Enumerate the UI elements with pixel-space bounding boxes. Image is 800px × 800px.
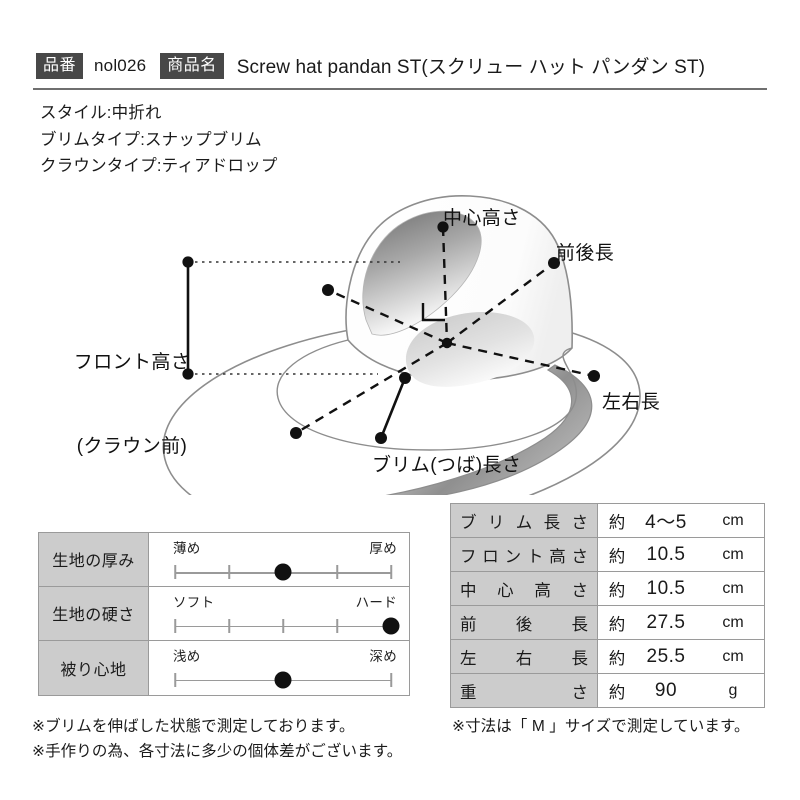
measurement-approx: 約 [597, 673, 636, 708]
slider-tick [228, 618, 230, 633]
measurement-approx: 約 [597, 537, 636, 572]
measurement-name: 左右長 [450, 639, 598, 674]
slider-tick [336, 618, 338, 633]
measurement-name: ブリム長さ [450, 503, 598, 538]
measurement-unit: cm [710, 571, 765, 606]
label-brim-length: ブリム(つば)長さ [372, 455, 522, 476]
slider-track-area[interactable]: 薄め 厚め [149, 533, 409, 586]
slider-min-label: 薄め [173, 541, 201, 556]
label-front-height: フロント高さ (クラウン前) [62, 293, 202, 517]
measurement-unit: cm [710, 639, 765, 674]
measurement-approx: 約 [597, 571, 636, 606]
label-front-height-line2: (クラウン前) [76, 436, 188, 457]
measurement-approx: 約 [597, 639, 636, 674]
front-back-line [446, 262, 555, 344]
slider-row: 生地の厚み 薄め 厚め [39, 533, 409, 587]
center-height-line [441, 226, 449, 344]
spec-list: スタイル:中折れ ブリムタイプ:スナップブリム クラウンタイプ:ティアドロップ [40, 100, 278, 180]
measurement-approx: 約 [597, 503, 636, 538]
slider-knob[interactable] [274, 671, 292, 689]
slider-min-label: 浅め [173, 648, 201, 664]
slider-scale [174, 671, 392, 689]
right-angle-marker [421, 303, 445, 322]
slider-label: 生地の硬さ [39, 586, 149, 640]
note-brim-stretched: ※ブリムを伸ばした状態で測定しております。 [32, 718, 355, 735]
slider-scale [174, 563, 392, 581]
slider-row: 生地の硬さ ソフト ハード [39, 586, 409, 641]
slider-tick [390, 565, 392, 579]
product-name-value: Screw hat pandan ST(スクリュー ハット パンダン ST) [236, 57, 706, 78]
slider-track-area[interactable]: 浅め 深め [149, 640, 409, 695]
hat-illustration [162, 195, 641, 495]
measurement-name: フロント高さ [450, 537, 598, 572]
slider-track-area[interactable]: ソフト ハード [149, 586, 409, 640]
product-header: 品番 nol026 商品名 Screw hat pandan ST(スクリュー ハット… [36, 52, 764, 86]
measurement-value: 10.5 [636, 571, 710, 606]
slider-scale [174, 617, 400, 635]
note-handmade-variance: ※手作りの為、各寸法に多少の個体差がございます。 [32, 743, 403, 760]
spec-style: スタイル:中折れ [40, 104, 162, 122]
measurement-unit: g [710, 673, 765, 708]
slider-tick [174, 618, 176, 633]
slider-tick [390, 672, 392, 687]
slider-max-label: 厚め [369, 541, 397, 556]
label-front-height-line1: フロント高さ [73, 352, 191, 373]
measurement-name: 重さ [450, 673, 598, 708]
product-code-value: nol026 [94, 55, 147, 75]
product-code-badge: 品番 [36, 52, 84, 79]
measurement-value: 4〜5 [636, 503, 710, 538]
slider-tick [228, 565, 230, 579]
measurement-unit: cm [710, 537, 765, 572]
slider-label: 被り心地 [39, 640, 149, 695]
slider-min-label: ソフト [173, 594, 215, 610]
measurement-unit: cm [710, 503, 765, 538]
measurement-value: 25.5 [636, 639, 710, 674]
header-divider [33, 88, 767, 90]
hat-measurement-diagram: 中心高さ 前後長 左右長 ブリム(つば)長さ フロント高さ (クラウン前) [0, 150, 800, 495]
note-size-measured: ※寸法は「 M 」サイズで測定しています。 [452, 718, 750, 735]
label-left-right: 左右長 [602, 392, 661, 413]
notes-left: ※ブリムを伸ばした状態で測定しております。 ※手作りの為、各寸法に多少の個体差が… [32, 714, 402, 764]
measurement-unit: cm [710, 605, 765, 640]
spec-brim-type: ブリムタイプ:スナップブリム [40, 130, 262, 149]
brim-length-line [379, 377, 407, 439]
slider-knob[interactable] [382, 617, 400, 635]
slider-tick [282, 618, 284, 633]
label-front-back: 前後長 [556, 243, 615, 264]
measurement-approx: 約 [597, 605, 636, 640]
measurement-value: 90 [636, 673, 710, 708]
label-center-height: 中心高さ [443, 208, 521, 229]
measurement-name: 中心高さ [450, 571, 598, 606]
slider-label: 生地の厚み [39, 533, 149, 586]
slider-tick [174, 565, 176, 579]
slider-row: 被り心地 浅め 深め [39, 640, 409, 695]
slider-knob[interactable] [274, 563, 292, 581]
measurement-value: 10.5 [636, 537, 710, 572]
slider-tick [336, 565, 338, 579]
slider-max-label: ハード [355, 594, 397, 610]
measurement-name: 前後長 [450, 605, 598, 640]
notes-right: ※寸法は「 M 」サイズで測定しています。 [452, 714, 750, 739]
spec-crown-type: クラウンタイプ:ティアドロップ [40, 157, 278, 175]
slider-max-label: 深め [369, 648, 397, 664]
measurement-value: 27.5 [636, 605, 710, 640]
attribute-slider-panel: 生地の厚み 薄め 厚め生地の硬さ ソフト ハード被り心地 浅め 深め [38, 532, 410, 696]
slider-tick [174, 672, 176, 687]
product-name-badge: 商品名 [160, 52, 224, 79]
